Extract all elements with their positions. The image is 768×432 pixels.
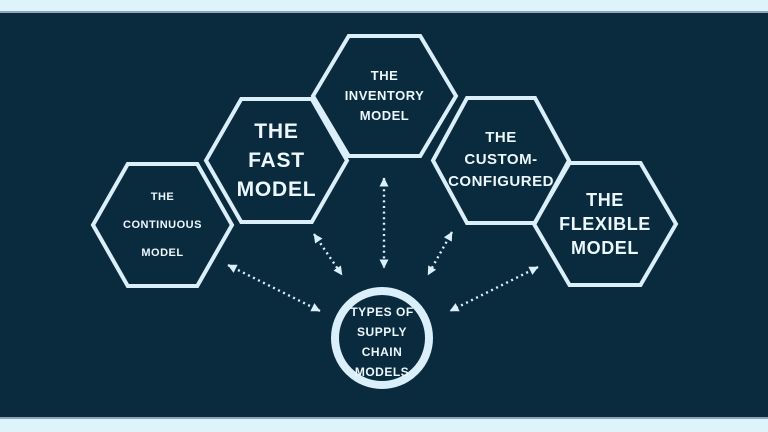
- label-line: THE: [254, 120, 299, 143]
- hexagon-node-continuous-label: THE CONTINUOUS MODEL: [102, 183, 223, 267]
- label-line: CONFIGURED: [448, 173, 554, 190]
- label-line: FLEXIBLE: [559, 214, 651, 234]
- center-circle-label: TYPES OF SUPPLY CHAIN MODELS: [322, 302, 442, 382]
- hexagon-continuous-fill: [93, 164, 232, 286]
- top-band: [0, 0, 768, 13]
- label-line: MODEL: [141, 247, 184, 259]
- hexagon-node-flexible-label: THE FLEXIBLE MODEL: [535, 188, 675, 260]
- label-line: CUSTOM-: [464, 151, 538, 168]
- label-line: FAST: [248, 149, 305, 172]
- label-line: MODEL: [236, 178, 317, 201]
- label-line: THE: [150, 191, 175, 203]
- label-line: CHAIN: [361, 345, 403, 359]
- hexagon-fast-outline: [203, 97, 350, 224]
- hexagon-fast-fill: [206, 99, 347, 222]
- hexagon-inventory-outline: [310, 34, 459, 158]
- label-line: TYPES OF: [350, 305, 414, 319]
- connector-custom-center: [426, 231, 454, 276]
- hexagon-inventory-fill: [313, 36, 456, 156]
- hexagon-flexible-outline: [531, 161, 679, 287]
- hexagon-node-custom-configured-label: THE CUSTOM- CONFIGURED: [431, 127, 571, 193]
- label-line: CONTINUOUS: [123, 219, 202, 231]
- hexagon-continuous-outline: [90, 162, 235, 288]
- connector-continuous-center: [227, 263, 321, 313]
- label-line: THE: [586, 190, 624, 210]
- label-line: MODEL: [571, 238, 639, 258]
- label-line: THE: [485, 129, 517, 146]
- label-line: MODEL: [359, 108, 410, 123]
- label-line: INVENTORY: [344, 88, 425, 103]
- connector-fast-center: [313, 233, 343, 276]
- label-line: MODELS: [354, 365, 410, 379]
- connector-flexible-center: [449, 265, 539, 313]
- bottom-band: [0, 417, 768, 432]
- hexagon-custom-fill: [433, 98, 569, 223]
- hexagon-flexible-fill: [534, 163, 676, 285]
- label-line: THE: [370, 68, 399, 83]
- hexagon-node-inventory-label: THE INVENTORY MODEL: [324, 66, 445, 126]
- center-circle: [331, 287, 433, 389]
- label-line: SUPPLY: [357, 325, 407, 339]
- hexagon-node-fast-label: THE FAST MODEL: [206, 117, 347, 204]
